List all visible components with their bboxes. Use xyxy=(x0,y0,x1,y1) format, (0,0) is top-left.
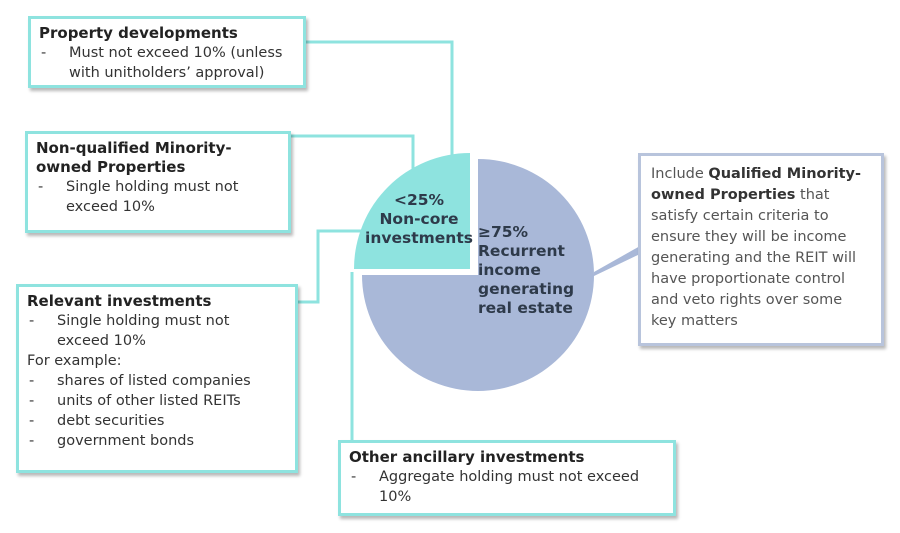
connector-relevant xyxy=(297,229,372,304)
ancillary-investments-rule: Aggregate holding must not exceed 10% xyxy=(349,467,665,507)
connector-property xyxy=(303,40,454,157)
nonqualified-title: Non-qualified Minority-owned Properties xyxy=(36,139,232,176)
ancillary-investments-title: Other ancillary investments xyxy=(349,448,585,466)
qualified-properties-callout: Include Qualified Minority-owned Propert… xyxy=(638,153,884,346)
nonqualified-rule: Single holding must not exceed 10% xyxy=(36,177,266,217)
property-developments-title: Property developments xyxy=(39,24,238,42)
property-developments-rule: Must not exceed 10% (unless with unithol… xyxy=(39,43,295,83)
pie-chart xyxy=(354,153,594,391)
example-item: government bonds xyxy=(27,431,287,451)
nonqualified-box: Non-qualified Minority-owned Properties … xyxy=(25,131,291,233)
noncore-line: <25% xyxy=(393,191,445,209)
example-item: units of other listed REITs xyxy=(27,391,287,411)
connector-lines xyxy=(289,40,454,444)
core-slice-label: ≥75% Recurrent income generating real es… xyxy=(478,223,574,318)
callout-text-part1: Include xyxy=(651,166,709,182)
core-slice xyxy=(362,159,594,391)
core-line: ≥75% xyxy=(478,223,529,241)
ancillary-investments-box: Other ancillary investments Aggregate ho… xyxy=(338,440,676,516)
relevant-investments-box: Relevant investments Single holding must… xyxy=(16,284,298,473)
example-item: debt securities xyxy=(27,411,287,431)
callout-text-part2: that satisfy certain criteria to ensure … xyxy=(651,187,857,329)
noncore-slice-label: <25% Non-core investments xyxy=(360,191,478,248)
noncore-line: investments xyxy=(365,229,473,247)
core-line: generating xyxy=(478,280,575,298)
example-label: For example: xyxy=(27,353,122,369)
relevant-investments-rule: Single holding must not exceed 10% xyxy=(27,311,257,351)
callout-bold-text: Qualified Minority-owned Properties xyxy=(651,166,861,203)
noncore-slice xyxy=(354,153,470,269)
core-line: real estate xyxy=(478,299,573,317)
connector-nonqualified xyxy=(289,134,415,170)
core-line: Recurrent xyxy=(478,242,565,260)
property-developments-box: Property developments Must not exceed 10… xyxy=(28,16,306,88)
example-item: shares of listed companies xyxy=(27,371,287,391)
connector-callout xyxy=(594,246,640,276)
noncore-line: Non-core xyxy=(379,210,459,228)
relevant-investments-title: Relevant investments xyxy=(27,292,212,310)
callout-text: Include Qualified Minority-owned Propert… xyxy=(651,164,871,332)
core-line: income xyxy=(478,261,541,279)
